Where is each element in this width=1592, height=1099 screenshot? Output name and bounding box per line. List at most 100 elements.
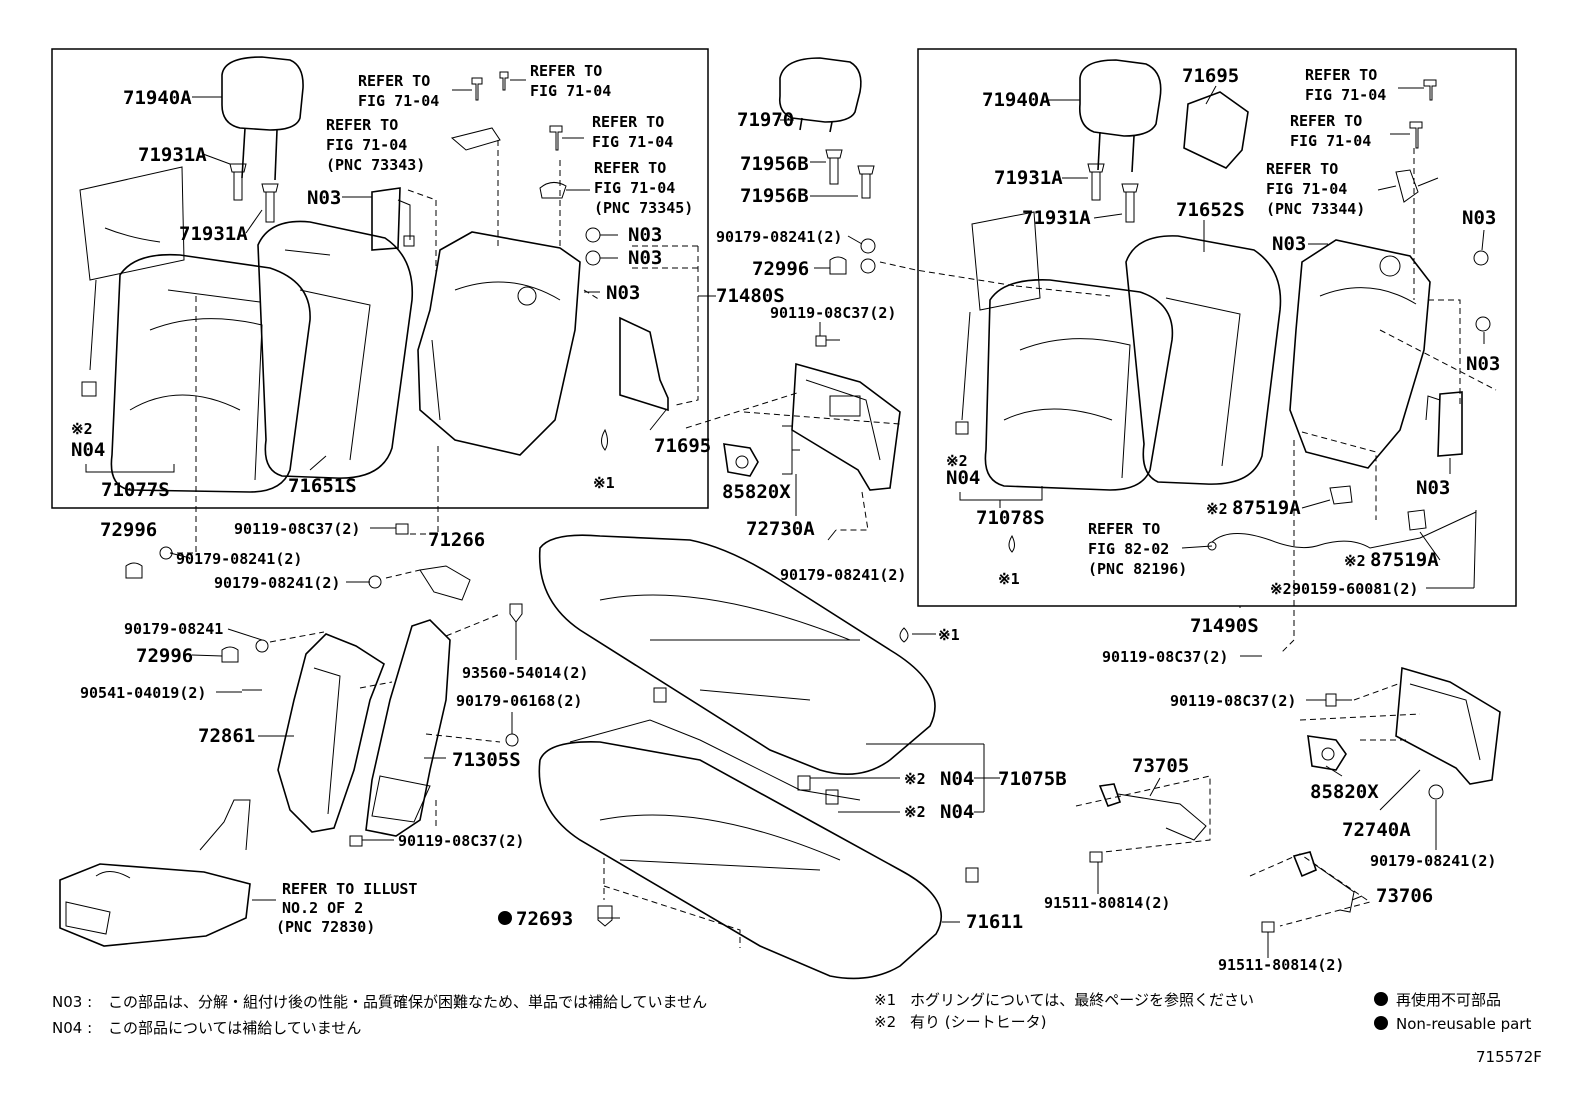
label-90179-06168: 90179-06168(2) — [456, 692, 582, 710]
label-71480s: 71480S — [716, 285, 785, 307]
label-71695-left: 71695 — [654, 435, 711, 457]
nonreusable-legend-dot-2 — [1374, 1016, 1388, 1030]
bolt-r-hinge — [1325, 693, 1352, 707]
label-refer-4b: FIG 71-04 — [592, 133, 673, 151]
guide-right-1 — [1087, 163, 1105, 201]
label-note2-w2: ※2 — [1344, 552, 1366, 570]
seatback-cover-right — [984, 279, 1174, 491]
guide-right-2 — [1121, 183, 1139, 223]
label-71940a-right: 71940A — [982, 89, 1051, 111]
hinge-right — [1395, 666, 1501, 785]
hog-ring-left — [601, 428, 608, 451]
bolt-center-a — [815, 335, 840, 347]
label-refer-9b: FIG 82-02 — [1088, 540, 1169, 558]
label-72730a: 72730A — [746, 518, 815, 540]
label-n04-c2: N04 — [940, 801, 974, 823]
label-refer-1a: REFER TO — [358, 72, 430, 90]
guide-center-2 — [857, 165, 875, 199]
label-91511-b: 91511-80814(2) — [1218, 956, 1344, 974]
label-refer-7a: REFER TO — [1290, 112, 1362, 130]
fig-bracket-r — [1395, 169, 1439, 203]
fig-plate-a — [539, 182, 567, 199]
seat-cushion-pad — [538, 741, 942, 980]
bolt-armrest — [349, 835, 363, 847]
label-refer-3a: REFER TO — [326, 116, 398, 134]
label-refer-8a: REFER TO — [1266, 160, 1338, 178]
fig-bolt-b — [499, 71, 509, 91]
footnotes: N03 : この部品は、分解・組付け後の性能・品質確保が困難なため、単品では補給… — [52, 991, 1542, 1066]
headrest-guide-left-2 — [261, 183, 279, 223]
label-90119-h: 90119-08C37(2) — [398, 832, 524, 850]
label-87519a-1: 87519A — [1232, 497, 1301, 519]
strap-73705 — [1098, 783, 1207, 841]
label-n03-left-a: N03 — [307, 187, 341, 209]
seat-cushion-cover — [538, 534, 936, 776]
guide-center-1 — [825, 149, 843, 185]
label-71931a-right-1: 71931A — [994, 167, 1063, 189]
headrest-center — [778, 57, 862, 133]
wire-harness-right — [1207, 485, 1477, 551]
label-n03-c: N03 — [628, 247, 662, 269]
left-seatback-group-box — [51, 48, 709, 509]
nut-armrest — [255, 639, 269, 653]
label-72996-left: 72996 — [100, 519, 157, 541]
label-refer-2a: REFER TO — [530, 62, 602, 80]
fig-bolt-r2 — [1409, 121, 1423, 149]
label-refer-8c: (PNC 73344) — [1266, 200, 1365, 218]
label-71931a-right-2: 71931A — [1022, 207, 1091, 229]
label-note2-left: ※2 — [71, 420, 93, 438]
label-71611: 71611 — [966, 911, 1023, 933]
callout-labels: 71940A 71931A 71931A N03 REFER TO FIG 71… — [71, 62, 1500, 974]
label-note2-right: ※2 — [946, 452, 968, 470]
label-72861: 72861 — [198, 725, 255, 747]
strap-73706 — [1292, 851, 1355, 913]
label-refer-2b: FIG 71-04 — [530, 82, 611, 100]
label-71956b-1: 71956B — [740, 153, 809, 175]
note-n04-label: N04 : — [52, 1019, 92, 1037]
label-90119-d: 90119-08C37(2) — [234, 520, 360, 538]
label-note2-c2: ※2 — [904, 803, 926, 821]
figure-id: 715572F — [1476, 1048, 1542, 1066]
note-n04-text: この部品については補給していません — [108, 1019, 361, 1037]
label-71490s: 71490S — [1190, 615, 1259, 637]
fig-bracket-left — [450, 127, 501, 151]
note-ring-text: ホグリングについては、最終ページを参照ください — [910, 991, 1254, 1009]
seatback-frame-left — [417, 231, 581, 456]
label-n03-r2: N03 — [1272, 233, 1306, 255]
note-nonreuse-en: Non-reusable part — [1396, 1015, 1531, 1033]
note-heater-text: 有り (シートヒータ) — [910, 1013, 1046, 1031]
label-n03-r1: N03 — [1462, 207, 1496, 229]
nut-r1 — [1473, 250, 1489, 266]
label-90179-a: 90179-08241(2) — [716, 228, 842, 246]
seatback-cover-left — [110, 253, 311, 493]
headrest-left — [221, 56, 304, 181]
label-90541: 90541-04019(2) — [80, 684, 206, 702]
headrest-right — [1078, 59, 1162, 173]
nut-center-a — [860, 238, 876, 254]
lock-center — [723, 443, 759, 477]
label-72693: 72693 — [516, 908, 573, 930]
label-71940a-left: 71940A — [123, 87, 192, 109]
bolt-strap-a — [1089, 851, 1103, 863]
label-90179-f: 90179-08241(2) — [214, 574, 340, 592]
label-n04-right: N04 — [946, 467, 980, 489]
label-71266: 71266 — [428, 529, 485, 551]
label-90119-r2: 90119-08C37(2) — [1102, 648, 1228, 666]
clip-90179 — [505, 733, 519, 747]
label-85820x-right: 85820X — [1310, 781, 1379, 803]
label-87519a-2: 87519A — [1370, 549, 1439, 571]
armrest-frame — [277, 633, 385, 833]
bolt-strap-b — [1261, 921, 1275, 933]
fig-bolt-r1 — [1423, 79, 1437, 101]
nut-r2 — [1475, 316, 1491, 332]
label-90179-e: 90179-08241(2) — [176, 550, 302, 568]
cap-center — [829, 256, 847, 275]
nut-left-lower-2 — [368, 575, 382, 589]
nut-r-hinge — [1428, 784, 1444, 800]
nut-n03-b — [585, 227, 601, 243]
hinge-center — [791, 362, 901, 491]
armrest-cover — [365, 619, 451, 837]
label-ring-right: ※1 — [998, 570, 1020, 588]
label-note2-w3: ※2 — [1270, 580, 1292, 598]
